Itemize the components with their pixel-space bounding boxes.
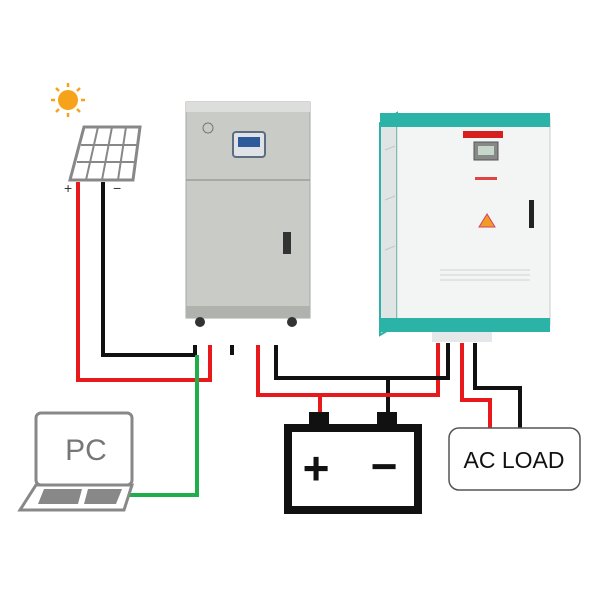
battery-minus-label: − [371, 440, 398, 492]
wiring [76, 182, 522, 497]
ac-load-live-wire [460, 343, 492, 428]
comm-wire [128, 355, 199, 497]
battery-plus-label: + [303, 442, 330, 494]
inverter-lock-icon [529, 200, 534, 228]
ac-load-box [448, 427, 581, 491]
warning-triangle-icon [478, 213, 496, 228]
inverter-battery-negative-wire [388, 343, 450, 380]
controller-door-lock-icon [283, 232, 291, 254]
pv-minus-label: − [113, 180, 121, 196]
pv-positive-wire [76, 182, 212, 382]
controller-battery-positive-wire [256, 345, 322, 415]
sun-icon [51, 83, 85, 117]
inverter-battery-positive-wire [320, 343, 440, 397]
pc-label: PC [65, 434, 107, 467]
battery-icon [284, 412, 422, 514]
ac-load-neutral-wire [473, 343, 522, 428]
ac-load-label: AC LOAD [464, 447, 565, 473]
pv-plus-label: + [64, 180, 72, 196]
charge-controller-cabinet [185, 101, 311, 327]
solar-panel-icon [68, 125, 142, 182]
laptop-pc-icon [17, 411, 135, 512]
controller-battery-negative-wire [274, 345, 390, 415]
inverter-cabinet [379, 111, 551, 342]
pv-negative-wire [101, 182, 197, 357]
